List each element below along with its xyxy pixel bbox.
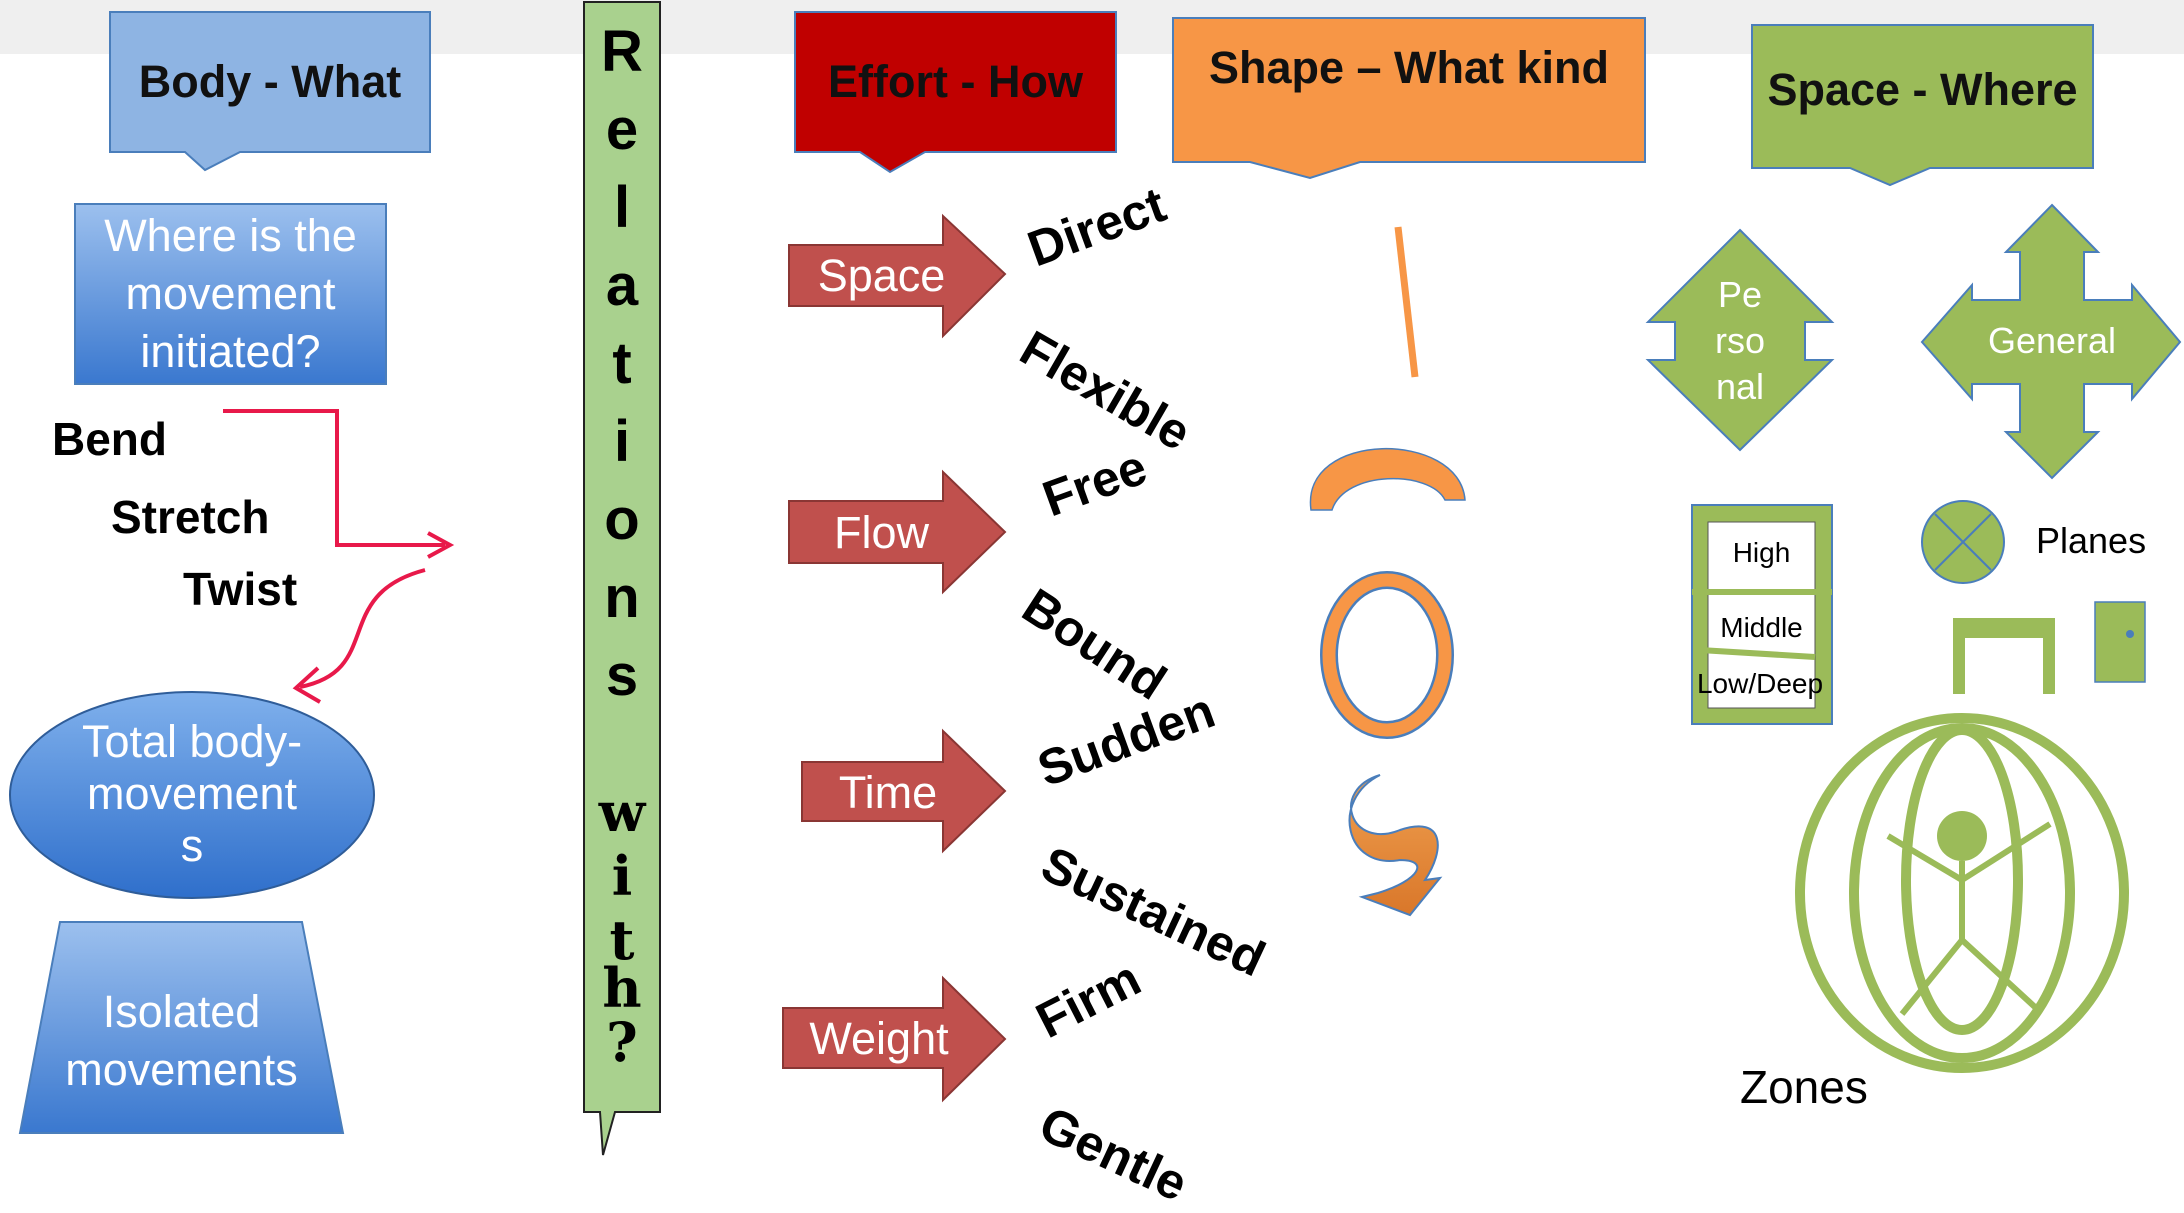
relations-callout-shape	[583, 1, 661, 1156]
effort-header: Effort - How	[828, 56, 1083, 107]
zones-outer-ring	[1795, 713, 2129, 1073]
action-stretch: Stretch	[111, 491, 270, 543]
relations-letter: e	[605, 97, 639, 162]
relations-letter: t	[612, 331, 632, 396]
shape-header-shape	[1172, 17, 1646, 180]
level-high: High	[1732, 537, 1791, 568]
planes-table-icon	[1953, 618, 2055, 694]
shape-line	[1394, 226, 1419, 378]
zones-figure-body	[1886, 821, 2052, 1016]
relations-letter: n	[604, 565, 640, 630]
relations-letter: l	[613, 175, 631, 240]
isolated-text: Isolated movements	[65, 986, 298, 1095]
question-box-shape	[74, 203, 387, 385]
effort-header-shape	[794, 11, 1117, 174]
level-middle: Middle	[1720, 612, 1803, 643]
shape-spiral	[1348, 774, 1443, 917]
effort-label-time: Time	[838, 767, 938, 818]
personal-line: Pe	[1717, 274, 1763, 315]
zones-inner-ring	[1901, 725, 2023, 1035]
planes-door-knob	[2126, 630, 2134, 638]
zones-label: Zones	[1740, 1061, 1868, 1113]
levels-inner	[1707, 521, 1816, 709]
question-text: Where is the movement initiated?	[104, 210, 357, 377]
effort-arrow-time	[801, 728, 1007, 854]
personal-line: nal	[1715, 366, 1765, 407]
elbow-arrowhead	[427, 531, 455, 559]
relations-letter: i	[611, 844, 633, 908]
relations-letter: s	[605, 643, 639, 708]
relations-letter: h	[602, 956, 642, 1020]
relations-letter: R	[601, 19, 643, 84]
level-divider-2	[1699, 647, 1816, 660]
effort-arrow-flow	[788, 469, 1007, 595]
relations-letter: i	[613, 409, 631, 474]
planes-door-icon	[2094, 601, 2146, 683]
relations-letter: ?	[606, 1010, 638, 1074]
curved-arrowhead	[292, 666, 322, 704]
elbow-connector	[223, 409, 445, 547]
effort-arrow-weight	[782, 975, 1007, 1103]
effort-label-space: Space	[817, 250, 946, 301]
relations-letter: w	[598, 780, 646, 844]
curved-connector	[299, 568, 426, 689]
action-twist: Twist	[183, 563, 298, 615]
body-header: Body - What	[138, 56, 402, 107]
personal-label: Pe rso nal	[1690, 272, 1790, 410]
effort-arrow-space	[788, 213, 1007, 339]
diagram-canvas	[9, 1, 2182, 1156]
relations-letter: t	[609, 908, 635, 972]
total-body-ellipse	[9, 691, 375, 899]
general-arrow-shape	[1920, 203, 2182, 480]
personal-arrow-shape	[1645, 228, 1835, 452]
personal-line: rso	[1714, 320, 1765, 361]
planes-x-2	[1934, 513, 1992, 571]
zones-figure-head	[1937, 811, 1987, 861]
action-bend: Bend	[52, 413, 167, 465]
relations-letter: a	[605, 253, 639, 318]
space-header: Space - Where	[1767, 64, 2078, 115]
level-low: Low/Deep	[1696, 668, 1824, 699]
general-label: General	[1987, 320, 2117, 361]
relations-letter: o	[604, 487, 640, 552]
total-body-text: Total body-movement s	[81, 716, 303, 871]
planes-label: Planes	[2036, 520, 2147, 561]
space-header-shape	[1751, 24, 2094, 187]
body-header-shape	[109, 11, 431, 172]
shape-arc	[1309, 448, 1466, 511]
effort-label-weight: Weight	[809, 1013, 949, 1064]
isolated-trapezoid	[18, 921, 345, 1134]
shape-header: Shape – What kind	[1208, 42, 1610, 93]
effort-label-flow: Flow	[833, 507, 929, 558]
shape-ring-inner	[1322, 573, 1452, 737]
